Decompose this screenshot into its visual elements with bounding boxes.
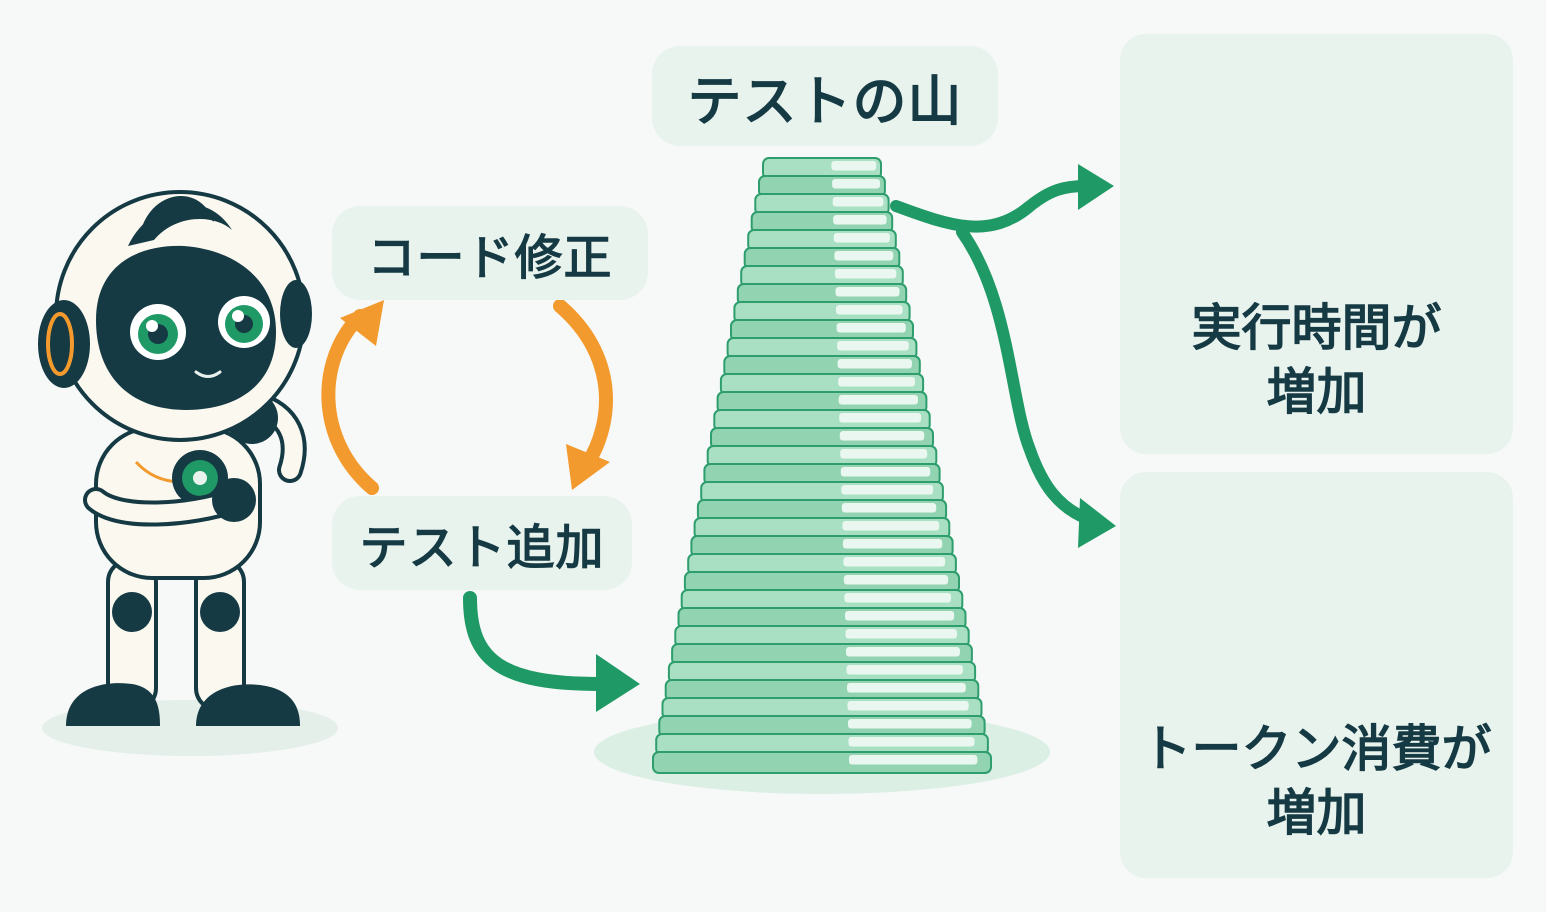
test-slab-highlight	[843, 557, 946, 567]
cycle-arrow-down	[553, 299, 613, 473]
execution-time-line1: 実行時間が	[1191, 299, 1442, 357]
test-slab-highlight	[839, 413, 922, 423]
test-slab-highlight	[847, 701, 969, 711]
test-slab-highlight	[835, 287, 900, 297]
test-slab-highlight	[845, 629, 957, 639]
test-slab-highlight	[848, 719, 972, 729]
cycle-arrow-down-head	[566, 444, 610, 490]
test-slab-highlight	[838, 395, 918, 405]
stack-title-label: テストの山	[652, 46, 998, 146]
test-slab-highlight	[844, 593, 951, 603]
test-add-label: テスト追加	[332, 496, 632, 590]
token-consumption-line1: トークン消費が	[1141, 720, 1492, 778]
stack-to-panel-arrows	[890, 164, 1116, 548]
code-fix-label: コード修正	[332, 206, 648, 300]
test-slab-highlight	[846, 665, 963, 675]
test-slab-highlight	[833, 233, 890, 243]
test-slab-highlight	[832, 197, 884, 207]
cycle-arrow-up	[321, 309, 379, 495]
test-slab-highlight	[839, 431, 925, 441]
robot-mascot-icon	[38, 190, 338, 756]
test-slab-highlight	[837, 359, 912, 369]
execution-time-line2: 増加	[1266, 363, 1367, 421]
add-to-stack-arrow	[463, 591, 640, 712]
test-slab-highlight	[832, 179, 880, 189]
test-slab-highlight	[843, 575, 949, 585]
test-slab-highlight	[842, 521, 940, 531]
execution-time-panel: 実行時間が 増加	[1120, 34, 1513, 454]
test-slab-highlight	[836, 305, 903, 315]
test-slab-highlight	[836, 323, 906, 333]
arrow-to-token-panel	[956, 226, 1096, 526]
test-stack	[594, 157, 1050, 794]
test-slab-highlight	[833, 215, 887, 225]
test-slab-highlight	[840, 467, 931, 477]
token-consumption-panel: トークン消費が 増加	[1120, 472, 1513, 878]
test-slab-highlight	[840, 449, 928, 459]
test-slab-highlight	[837, 341, 909, 351]
cycle-arrows	[321, 299, 613, 495]
token-consumption-line2: 増加	[1266, 784, 1367, 842]
token-consumption-text: トークン消費が 増加	[1120, 717, 1513, 845]
test-slab-highlight	[842, 539, 943, 549]
test-slab-highlight	[849, 755, 978, 765]
test-slab-highlight	[831, 161, 877, 171]
test-slab-highlight	[834, 251, 894, 261]
cycle-arrow-up-head	[340, 300, 384, 346]
test-slab-highlight	[845, 611, 955, 621]
test-slab-highlight	[848, 737, 975, 747]
test-slab-highlight	[847, 683, 966, 693]
arrow-to-time-panel-head	[1078, 164, 1114, 210]
test-slab-highlight	[841, 485, 934, 495]
test-slab-highlight	[834, 269, 897, 279]
test-slab-highlight	[838, 377, 915, 387]
arrow-to-token-panel-head	[1078, 498, 1116, 548]
execution-time-text: 実行時間が 増加	[1120, 296, 1513, 424]
test-slab-highlight	[846, 647, 960, 657]
arrow-to-time-panel	[890, 180, 1092, 233]
test-slab-highlight	[841, 503, 937, 513]
